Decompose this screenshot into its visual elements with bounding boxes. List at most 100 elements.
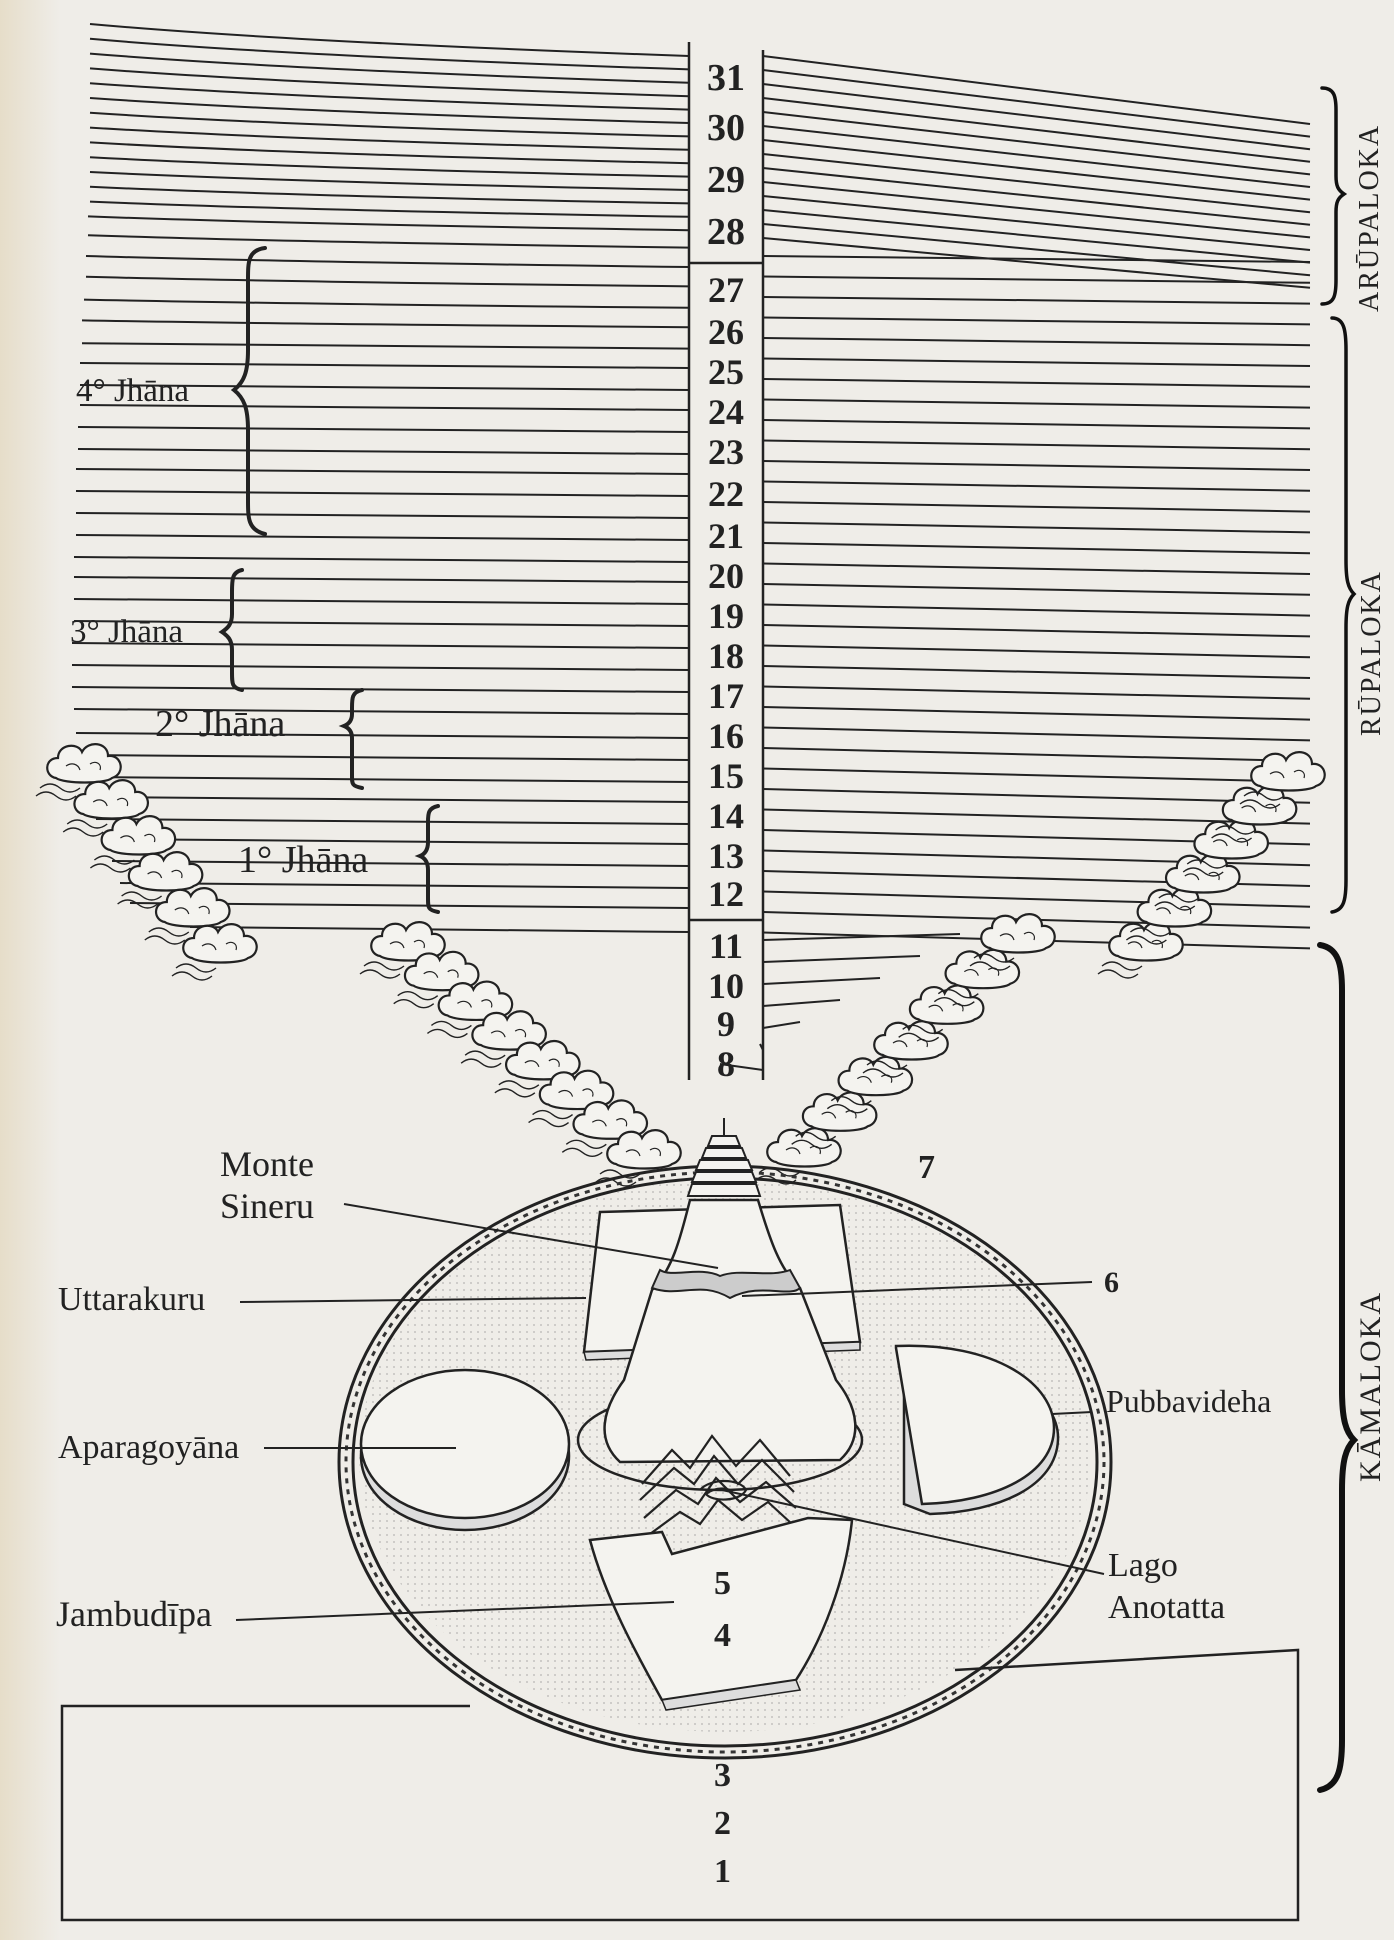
realm-number-12: 12 — [708, 874, 744, 914]
realm-line — [73, 598, 690, 605]
realm-line — [75, 534, 690, 541]
realm-line — [81, 342, 690, 350]
realm-line — [762, 316, 1311, 326]
realm-line — [75, 732, 690, 739]
realm-line — [762, 665, 1311, 679]
realm-line — [762, 255, 1311, 263]
realm-line — [73, 576, 690, 583]
realm-number-1: 1 — [714, 1853, 731, 1890]
realm-number-2: 2 — [714, 1805, 731, 1842]
realm-line — [762, 181, 1311, 239]
leader-lines — [235, 1203, 1105, 1621]
realm-number-17: 17 — [708, 676, 744, 716]
realm-line — [89, 67, 690, 98]
realm-line — [189, 926, 690, 933]
realm-label-arupaloka: ARŪPALOKA — [1354, 124, 1385, 312]
realm-line — [762, 357, 1311, 367]
realm-line — [762, 419, 1311, 430]
cloud-icon — [1136, 887, 1213, 928]
realm-line — [73, 620, 690, 627]
realm-line — [89, 52, 690, 84]
central-column — [687, 42, 765, 1080]
realm-line — [83, 298, 690, 309]
realm-braces — [1317, 86, 1359, 1793]
realm-line — [762, 999, 841, 1007]
cloud-wave — [1097, 961, 1143, 979]
label-2-jhana: 2° Jhāna — [155, 703, 285, 745]
realm-line — [762, 195, 1311, 251]
jhana-braces — [218, 246, 440, 914]
realm-label-rupaloka: RŪPALOKA — [1356, 570, 1387, 736]
lower-realms-box — [60, 1648, 1300, 1922]
realm-line — [762, 747, 1311, 763]
realm-line — [89, 97, 690, 124]
continent-jambudipa — [588, 1516, 854, 1711]
realm-line — [762, 125, 1311, 188]
realm-line — [79, 384, 690, 391]
realm-line — [73, 708, 690, 715]
realm-line — [89, 126, 690, 151]
realm-line — [762, 767, 1311, 783]
realm-number-7: 7 — [918, 1149, 935, 1186]
cloud-wave — [494, 1080, 540, 1098]
realm-line — [89, 111, 690, 138]
realm-number-24: 24 — [708, 392, 744, 432]
realm-line — [762, 726, 1311, 742]
realm-line — [762, 933, 961, 941]
cloud-wave — [460, 1050, 506, 1068]
cloud-wave — [144, 927, 190, 945]
realm-line — [762, 296, 1311, 305]
realm-line — [762, 644, 1311, 659]
realm-line — [762, 55, 1311, 125]
realm-line — [762, 223, 1311, 277]
realm-number-20: 20 — [708, 556, 744, 596]
cloud-wave — [426, 1020, 472, 1039]
brace-2-jhana — [338, 688, 364, 790]
brace-4-jhana — [230, 246, 267, 536]
realm-line — [89, 23, 690, 57]
realm-line — [71, 686, 690, 693]
realm-line — [79, 754, 690, 761]
realm-line — [71, 642, 690, 649]
realm-line — [762, 460, 1311, 471]
realm-line — [762, 1021, 801, 1029]
realm-line — [77, 448, 690, 455]
realm-line — [89, 156, 690, 178]
cloud-wave — [393, 991, 439, 1009]
label-sineru: Sineru — [220, 1186, 314, 1226]
realm-line — [89, 796, 690, 803]
realm-number-18: 18 — [708, 636, 744, 676]
brace-3-jhana — [218, 568, 244, 692]
brace-kamaloka — [1317, 942, 1359, 1793]
realm-line — [71, 664, 690, 671]
cloud-chains — [35, 743, 1326, 1187]
cloud-icon — [46, 743, 122, 784]
realm-line — [87, 215, 690, 232]
realm-number-4: 4 — [714, 1617, 731, 1654]
realm-line — [81, 319, 690, 329]
realm-line — [89, 141, 690, 165]
realm-line — [103, 838, 690, 845]
realm-line — [762, 209, 1311, 264]
cloud-wave — [898, 1024, 944, 1043]
cloud-icon — [801, 1091, 878, 1132]
realm-number-25: 25 — [708, 352, 744, 392]
realm-line — [762, 788, 1311, 804]
brace-1-jhana — [414, 804, 440, 914]
realm-line — [762, 706, 1311, 721]
cloud-wave — [1182, 859, 1228, 877]
realm-number-9: 9 — [717, 1004, 735, 1044]
mount-sineru — [576, 1118, 864, 1492]
realm-lines-right — [719, 55, 1311, 1071]
realm-line — [89, 171, 690, 191]
cloud-wave — [62, 819, 108, 837]
cloud-icon — [100, 815, 177, 856]
label-4-jhana: 4° Jhāna — [76, 373, 189, 409]
cloud-wave — [862, 1060, 908, 1078]
realm-number-10: 10 — [708, 966, 744, 1006]
realm-line — [75, 490, 690, 497]
realm-number-11: 11 — [709, 926, 743, 966]
realm-line — [762, 378, 1311, 388]
